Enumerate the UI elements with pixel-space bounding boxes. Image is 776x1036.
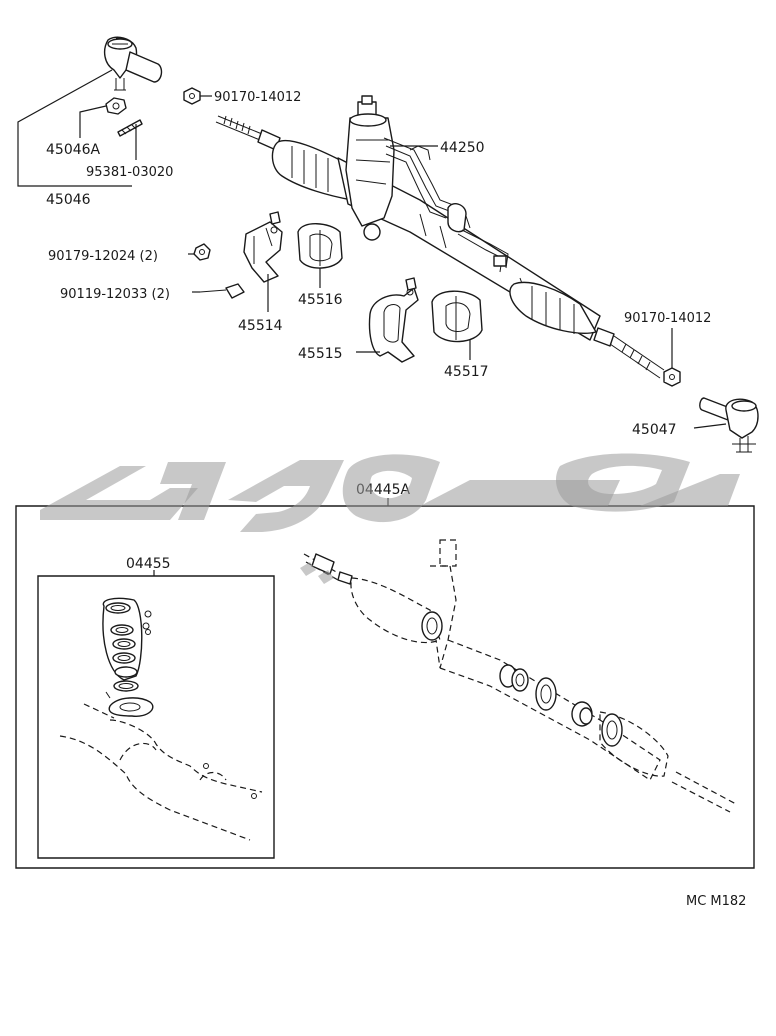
leader-45046A: [79, 105, 107, 138]
label-90170-right: 90170-14012: [624, 311, 711, 326]
figure-code: MC M182: [686, 894, 746, 909]
label-45047: 45047: [632, 422, 677, 438]
leader-45047: [693, 423, 727, 429]
label-45515: 45515: [298, 346, 343, 362]
label-44250: 44250: [440, 140, 485, 156]
label-95381: 95381-03020: [86, 165, 173, 180]
label-90179: 90179-12024 (2): [48, 249, 158, 264]
bracket-45514[interactable]: [243, 211, 283, 283]
watermark-logo: [40, 453, 740, 584]
label-45046A: 45046A: [46, 142, 101, 158]
nut-90179[interactable]: [193, 243, 211, 261]
kit-frame-04455: [37, 575, 275, 859]
label-45517: 45517: [444, 364, 489, 380]
bracket-45515[interactable]: [368, 277, 419, 363]
nut-right[interactable]: [663, 367, 681, 387]
kit-04455-contents[interactable]: [59, 597, 263, 841]
label-90119: 90119-12033 (2): [60, 287, 170, 302]
label-90170-top: 90170-14012: [214, 90, 301, 105]
castle-nut-45046A[interactable]: [105, 97, 127, 115]
label-45046: 45046: [46, 192, 91, 208]
label-45514: 45514: [238, 318, 283, 334]
leader-45046: [17, 69, 132, 187]
steering-rack-assembly[interactable]: [215, 95, 665, 379]
bushing-45517[interactable]: [431, 290, 483, 343]
kit-04445A-contents[interactable]: [303, 539, 737, 813]
bolt-90119[interactable]: [199, 283, 245, 299]
nut-top[interactable]: [183, 87, 201, 105]
label-04455: 04455: [126, 556, 171, 572]
tie-rod-end-lh[interactable]: [103, 36, 163, 91]
tie-rod-end-rh[interactable]: [699, 397, 759, 453]
label-45516: 45516: [298, 292, 343, 308]
bushing-45516[interactable]: [297, 223, 343, 269]
cotter-pin-95381[interactable]: [117, 119, 143, 137]
